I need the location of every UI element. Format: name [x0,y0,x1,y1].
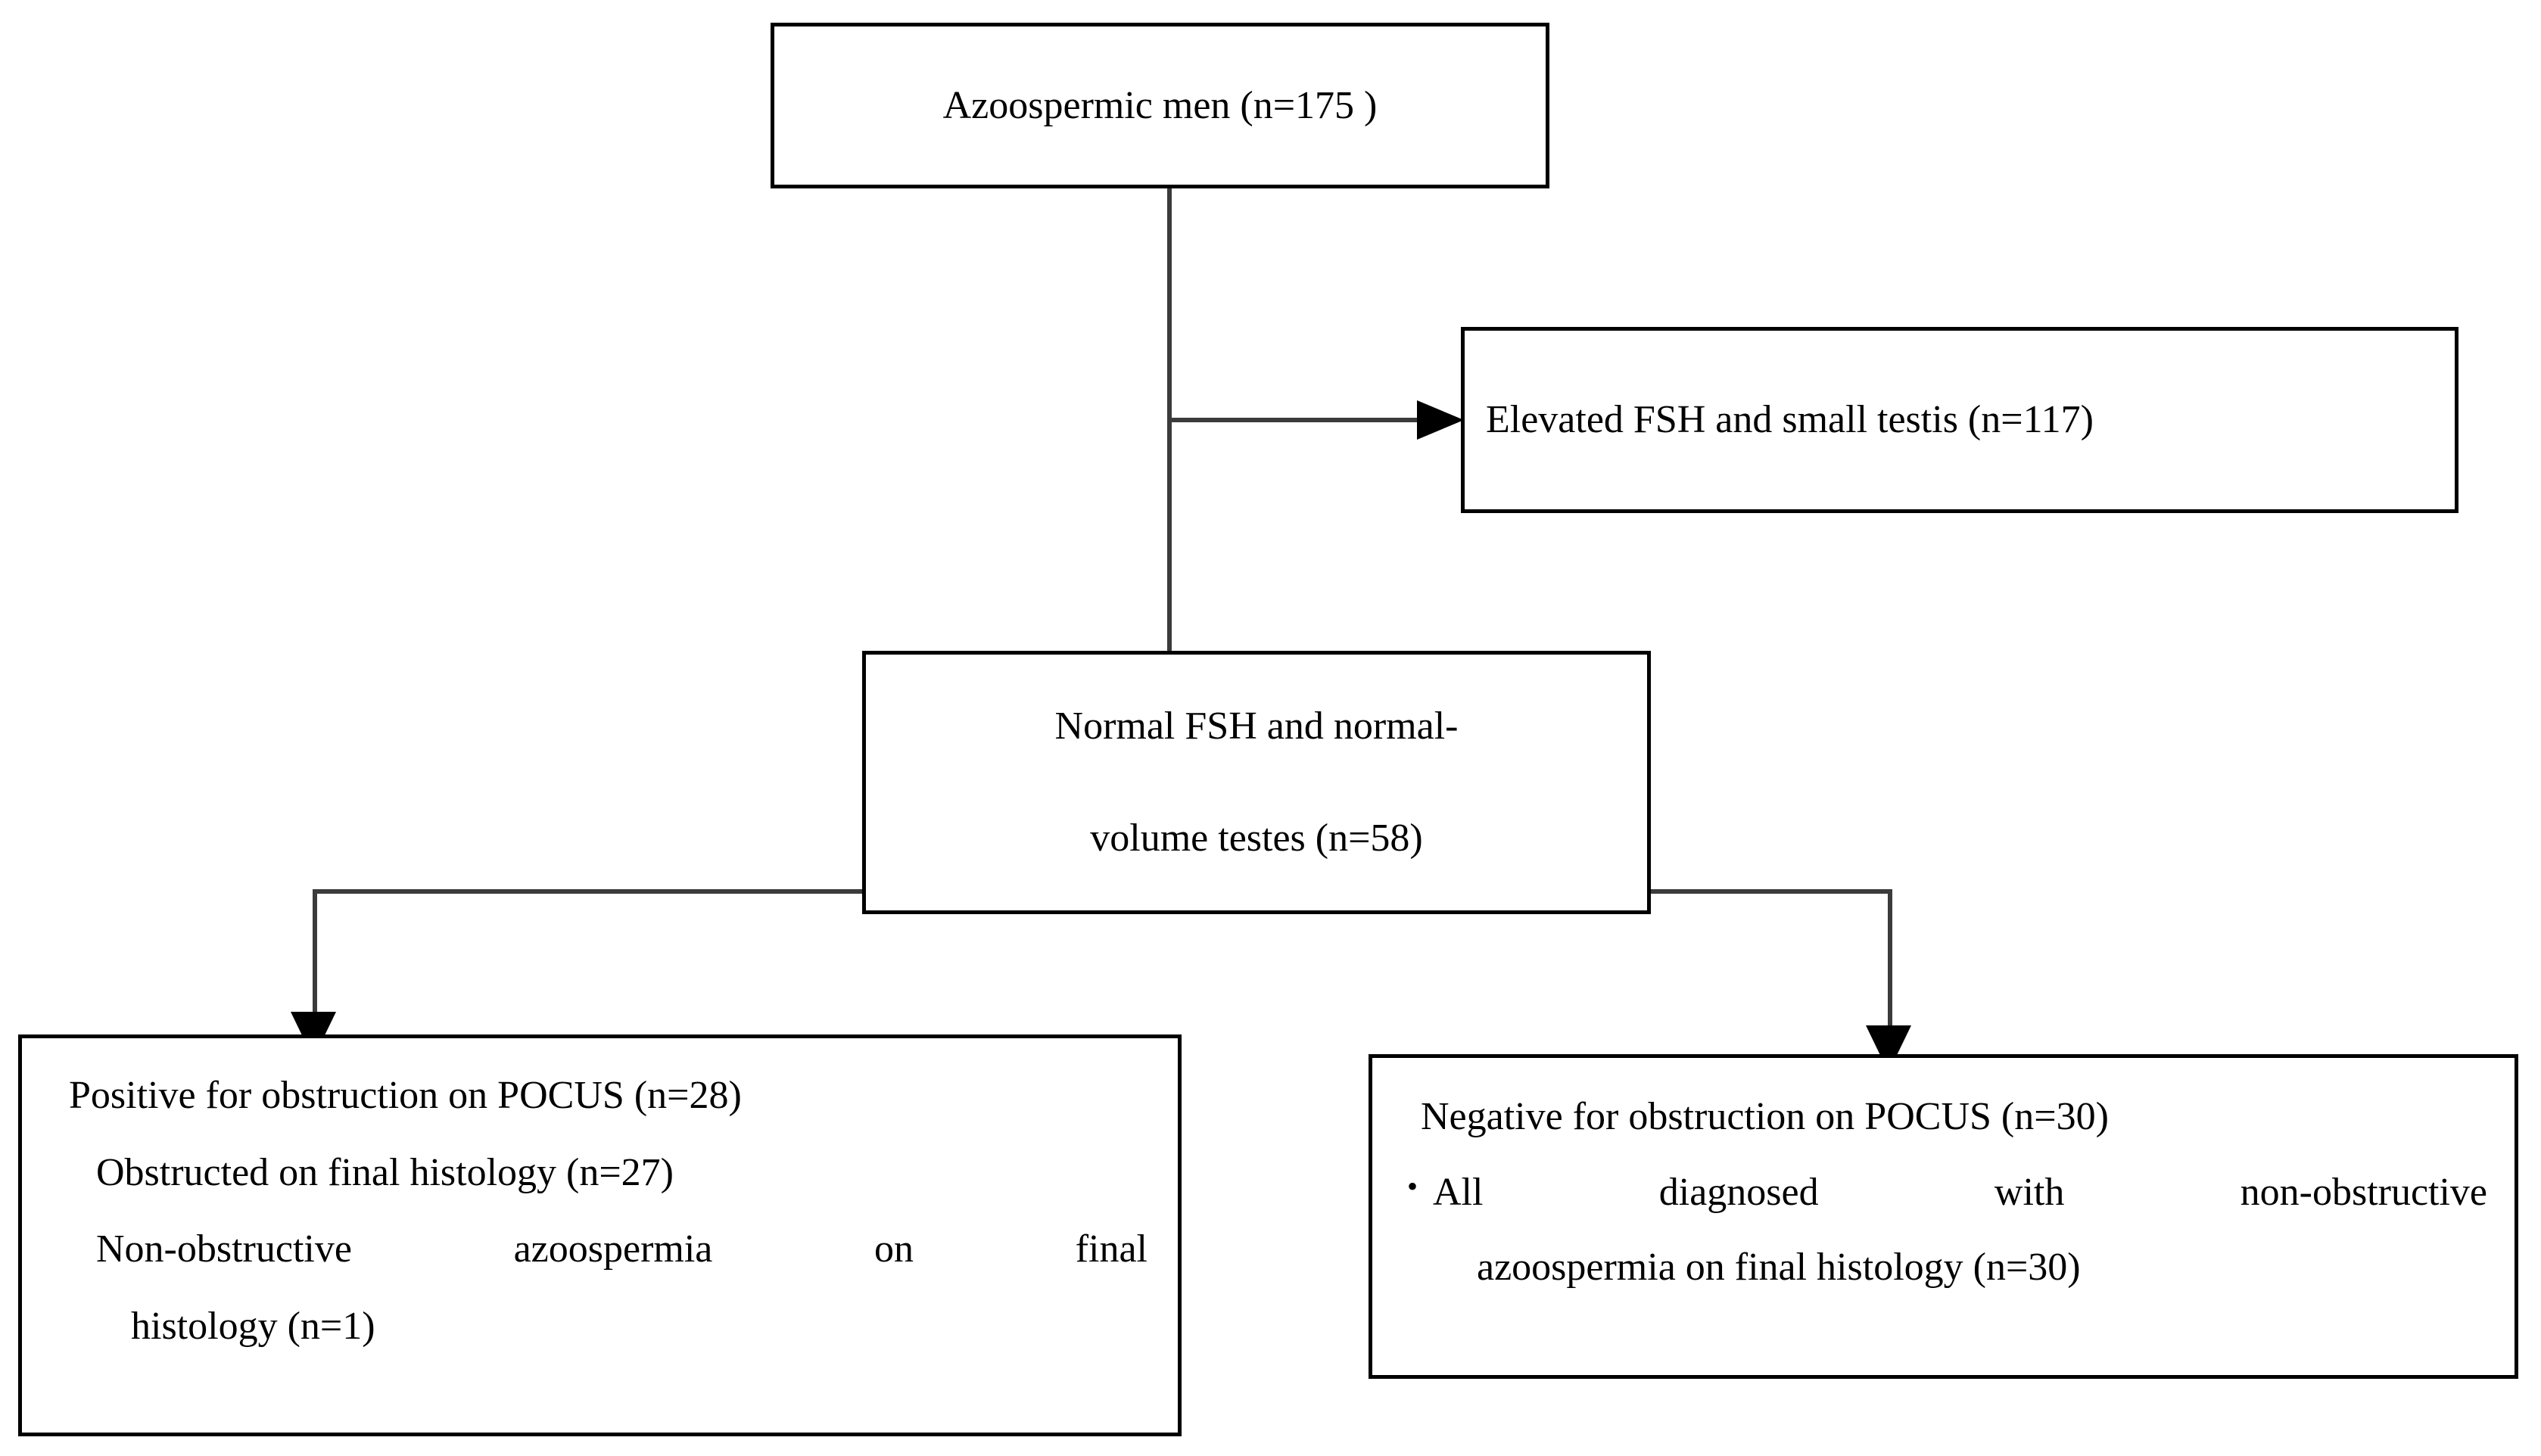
arrow-right-icon [1417,400,1464,440]
node-normal-fsh-label-line1: Normal FSH and normal- [1054,705,1459,748]
pocus-positive-heading: Positive for obstruction on POCUS (n=28) [69,1074,742,1117]
pocus-negative-bullet-body: All diagnosed with non-obstructive azoos… [1433,1167,2487,1293]
node-normal-fsh-normal-volume-testes: Normal FSH and normal-volume testes (n=5… [862,651,1651,914]
node-elevated-fsh-small-testis: Elevated FSH and small testis (n=117) [1461,327,2458,513]
connector-left-branch-vertical [313,889,317,1038]
node-negative-for-obstruction-on-pocus: Negative for obstruction on POCUS (n=30)… [1369,1054,2518,1379]
node-positive-for-obstruction-on-pocus: Positive for obstruction on POCUS (n=28)… [18,1034,1182,1436]
pocus-positive-non-obstructive-line1: Non-obstructive azoospermia on final [96,1227,1147,1271]
node-normal-fsh-label-wrapper: Normal FSH and normal-volume testes (n=5… [1055,698,1459,866]
connector-left-branch-horizontal [313,889,867,894]
bullet-dot-icon: • [1407,1168,1418,1203]
pocus-positive-non-obstructive-line2: histology (n=1) [131,1304,375,1348]
node-normal-fsh-label-line2: volume testes (n=58) [1090,816,1423,860]
pocus-negative-bullet-line2: azoospermia on final histology (n=30) [1477,1246,2081,1290]
connector-right-branch-horizontal [1647,889,1892,894]
node-elevated-fsh-small-testis-label: Elevated FSH and small testis (n=117) [1486,398,2094,442]
connector-root-vertical-stem [1167,188,1172,892]
pocus-negative-bullet-item: • All diagnosed with non-obstructive azo… [1400,1167,2487,1293]
node-azoospermic-men: Azoospermic men (n=175 ) [771,23,1549,188]
node-azoospermic-men-label: Azoospermic men (n=175 ) [942,83,1378,127]
pocus-positive-obstructed-final-histology: Obstructed on final histology (n=27) [96,1150,674,1194]
pocus-negative-heading: Negative for obstruction on POCUS (n=30) [1421,1095,2109,1138]
connector-right-branch-vertical [1888,889,1892,1057]
pocus-negative-bullet-line1: All diagnosed with non-obstructive [1433,1170,2487,1214]
connector-to-elevated-fsh-horizontal [1167,418,1425,422]
